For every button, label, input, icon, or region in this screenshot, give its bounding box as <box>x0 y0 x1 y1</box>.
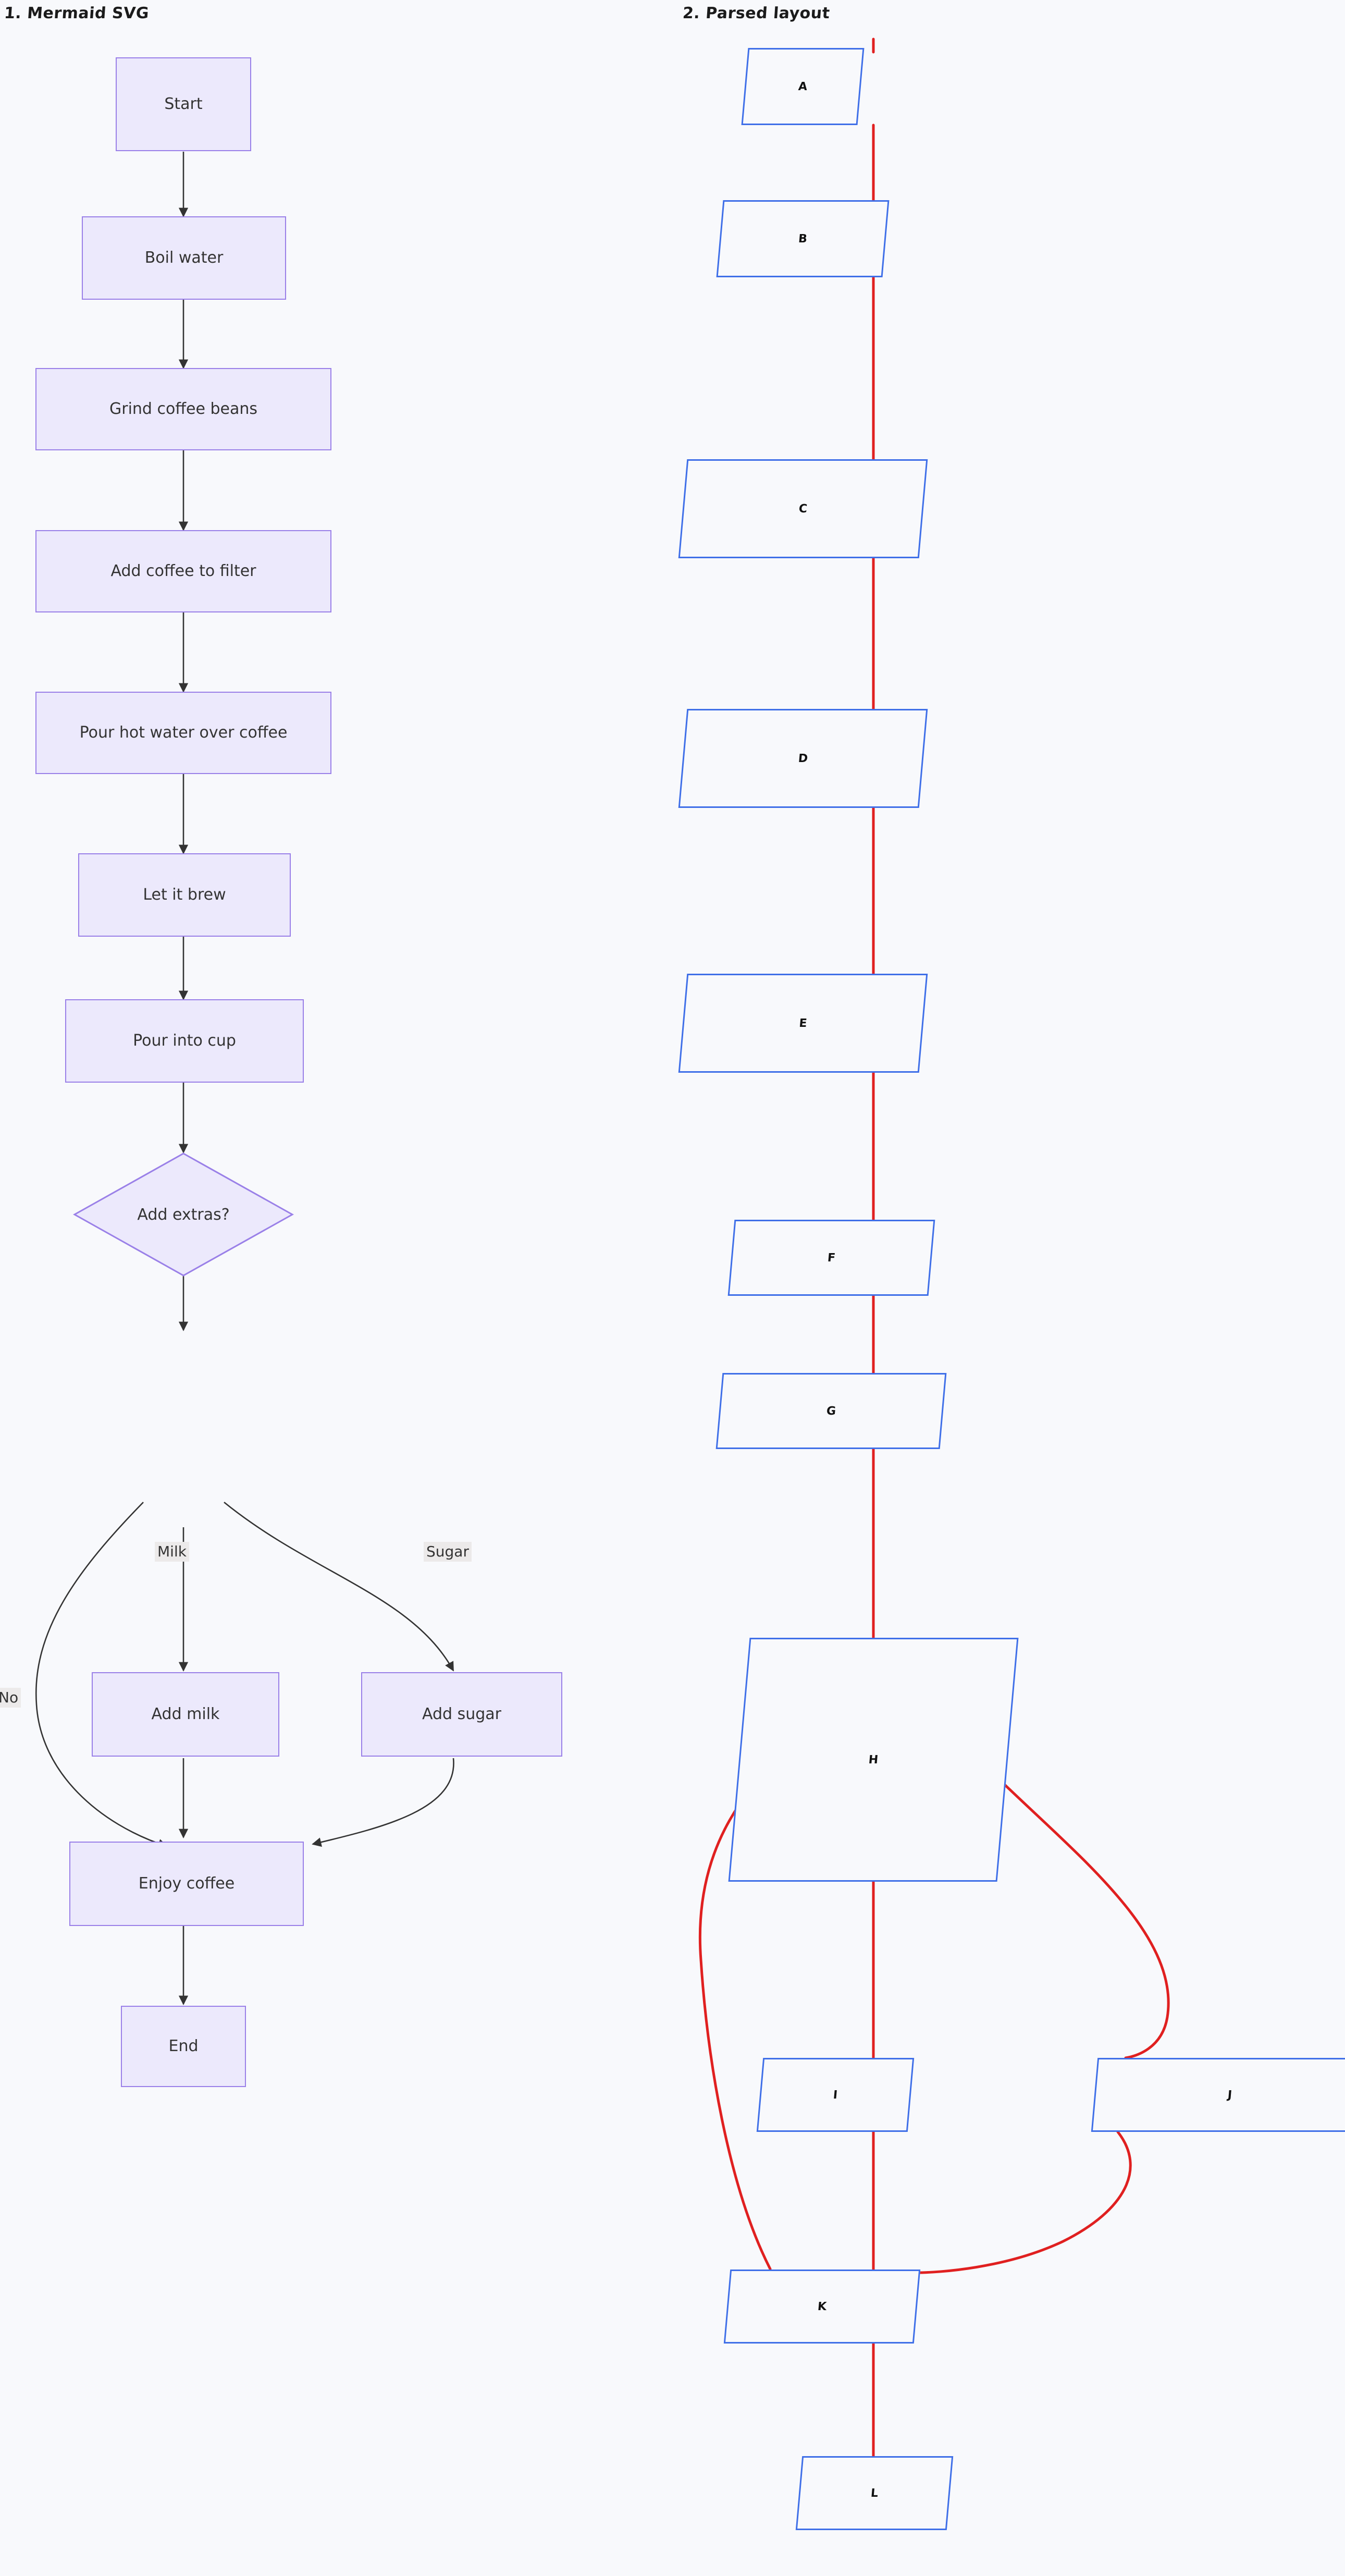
diamond-shape <box>73 1152 294 1277</box>
parsed-node-h[interactable]: H <box>728 1638 1019 1882</box>
parsed-node-label: E <box>798 1016 808 1030</box>
mermaid-node-end[interactable]: End <box>121 2006 246 2087</box>
parsed-node-i[interactable]: I <box>756 2058 915 2132</box>
parsed-node-label: L <box>870 2486 879 2500</box>
mermaid-node-let-it-brew[interactable]: Let it brew <box>78 853 291 937</box>
parsed-node-k[interactable]: K <box>723 2270 921 2344</box>
parsed-node-label: B <box>798 232 808 246</box>
mermaid-node-boil-water[interactable]: Boil water <box>82 216 286 300</box>
parsed-node-label: H <box>868 1753 879 1767</box>
parsed-node-label: G <box>825 1404 837 1418</box>
edge-label-sugar: Sugar <box>424 1542 472 1562</box>
panel-title-parsed-layout: 2. Parsed layout <box>682 4 831 22</box>
parsed-node-b[interactable]: B <box>716 200 890 277</box>
edge-label-milk: Milk <box>155 1542 189 1562</box>
parsed-node-d[interactable]: D <box>678 709 928 808</box>
mermaid-node-add-coffee-to-filter[interactable]: Add coffee to filter <box>35 530 331 612</box>
edge-label-no: No <box>0 1688 21 1708</box>
mermaid-node-enjoy-coffee[interactable]: Enjoy coffee <box>69 1842 304 1926</box>
parsed-node-label: K <box>817 2300 828 2313</box>
parsed-node-e[interactable]: E <box>678 974 928 1073</box>
parsed-node-label: C <box>798 502 808 516</box>
mermaid-node-pour-into-cup[interactable]: Pour into cup <box>65 999 304 1083</box>
parsed-node-label: J <box>1227 2088 1233 2102</box>
parsed-node-f[interactable]: F <box>727 1220 935 1296</box>
mermaid-node-add-milk[interactable]: Add milk <box>92 1672 279 1757</box>
mermaid-node-pour-hot-water-over-coffee[interactable]: Pour hot water over coffee <box>35 692 331 774</box>
parsed-node-a[interactable]: A <box>741 48 865 125</box>
parsed-node-c[interactable]: C <box>678 459 928 558</box>
parsed-node-g[interactable]: G <box>715 1373 947 1449</box>
parsed-node-label: D <box>797 752 809 765</box>
mermaid-node-add-sugar[interactable]: Add sugar <box>361 1672 562 1757</box>
parsed-node-l[interactable]: L <box>795 2456 954 2530</box>
mermaid-node-start[interactable]: Start <box>116 57 251 151</box>
parsed-node-label: A <box>797 80 808 93</box>
mermaid-node-grind-coffee-beans[interactable]: Grind coffee beans <box>35 368 331 450</box>
parsed-node-label: F <box>826 1251 836 1265</box>
mermaid-node-add-extras-decision[interactable]: Add extras? <box>73 1152 294 1277</box>
panel-title-mermaid-svg: 1. Mermaid SVG <box>3 4 150 22</box>
parsed-node-label: I <box>832 2088 838 2102</box>
parsed-node-j[interactable]: J <box>1091 2058 1345 2132</box>
mermaid-node-label: Add extras? <box>137 1205 230 1224</box>
